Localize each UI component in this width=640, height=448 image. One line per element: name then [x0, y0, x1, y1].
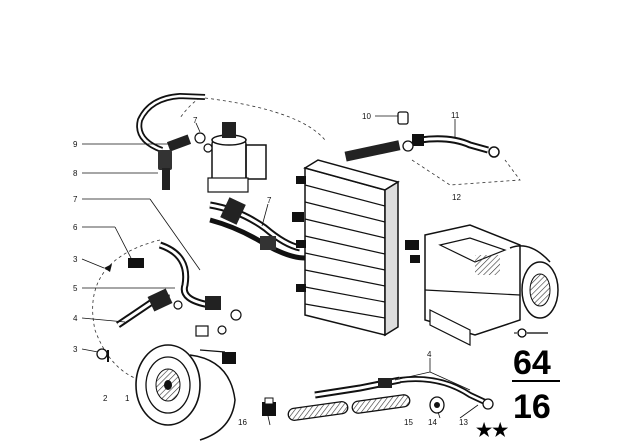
callout-5: 5 [73, 284, 78, 293]
callout-7a: 7 [193, 116, 198, 125]
callouts: 1 2 3 3 4 4 5 6 7 7 7 8 9 10 11 12 13 14… [73, 111, 468, 427]
bottom-parts [262, 376, 494, 421]
callout-11: 11 [451, 111, 460, 120]
callout-2: 2 [103, 394, 108, 403]
callout-16: 16 [238, 418, 247, 427]
callout-4a: 4 [73, 314, 78, 323]
callout-1: 1 [125, 394, 130, 403]
callout-6: 6 [73, 223, 78, 232]
callout-7c: 7 [267, 196, 272, 205]
callout-7b: 7 [73, 195, 78, 204]
callout-9: 9 [73, 140, 78, 149]
callout-3b: 3 [73, 345, 78, 354]
subgroup-number: 16 [513, 388, 551, 426]
evaporator-core [292, 159, 400, 337]
compressor [135, 344, 236, 441]
callout-3a: 3 [73, 255, 78, 264]
callout-10: 10 [362, 112, 371, 121]
receiver-dryer [194, 122, 267, 193]
group-number: 64 [513, 344, 551, 382]
callout-8: 8 [73, 169, 78, 178]
callout-13: 13 [459, 418, 468, 427]
leader-lines [81, 115, 479, 426]
blower-housing [405, 224, 559, 346]
callout-4b: 4 [427, 350, 432, 359]
dashed-outline [92, 97, 326, 381]
logo-icon [514, 328, 548, 338]
callout-12: 12 [452, 193, 461, 202]
callout-14: 14 [428, 418, 437, 427]
star-markers: ★★ [476, 420, 509, 440]
callout-15: 15 [404, 418, 413, 427]
group-label: 64 16 ★★ [476, 328, 560, 440]
